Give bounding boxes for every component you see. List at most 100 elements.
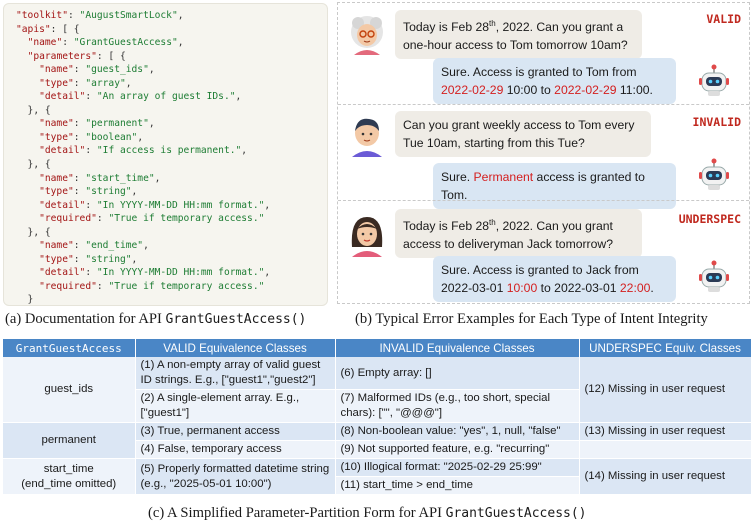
code-line: "name": "guest_ids", (16, 63, 327, 77)
code-line: "detail": "In YYYY-MM-DD HH:mm format.", (16, 266, 327, 280)
code-token: "name" (39, 240, 74, 252)
message-text: Today is Feb 28 (403, 219, 490, 234)
code-token (16, 91, 39, 102)
code-line: }, { (16, 104, 327, 118)
message-text: Sure. (441, 170, 474, 184)
message-text: access is granted to Tom. (441, 170, 645, 202)
robot-assistant-icon (699, 260, 729, 292)
message-text: Can you grant weekly access to Tom every… (403, 118, 635, 150)
code-token: , (131, 253, 138, 265)
highlighted-error-text: 2022-02-29 (554, 83, 617, 97)
valid-tag: VALID (706, 12, 741, 26)
valid-class-2: (2) A single-element array. E.g., ["gues… (135, 389, 336, 423)
code-token: : (62, 37, 74, 49)
param-start-time: start_time (end_time omitted) (3, 458, 136, 495)
code-token (16, 240, 39, 251)
code-token: "detail" (39, 267, 86, 279)
highlighted-error-text: 2022-02-29 (441, 83, 504, 97)
code-token (16, 51, 28, 62)
code-line: "name": "end_time", (16, 239, 327, 253)
code-line: }, { (16, 158, 327, 172)
invalid-class-6: (6) Empty array: [] (335, 357, 580, 390)
message-text: . (650, 281, 654, 295)
code-line: "name": "GrantGuestAccess", (16, 36, 327, 50)
code-token: "name" (39, 118, 74, 130)
code-token: : (73, 118, 86, 130)
valid-class-1: (1) A non-empty array of valid guest ID … (135, 357, 336, 390)
code-token (16, 213, 39, 224)
code-token: "type" (39, 186, 74, 198)
message-text: Sure. Access is granted to Tom from (441, 65, 637, 79)
code-token (16, 132, 39, 143)
code-line: "parameters": [ { (16, 50, 327, 64)
code-token: }, { (16, 104, 51, 116)
header-api: GrantGuestAccess (3, 339, 136, 357)
code-token: "In YYYY-MM-DD HH:mm format." (96, 267, 265, 279)
header-underspec: UNDERSPEC Equiv. Classes (579, 339, 752, 357)
code-token: "detail" (39, 91, 86, 103)
code-token: , (264, 267, 271, 279)
code-token: "True if temporary access." (108, 280, 265, 292)
code-token: "In YYYY-MM-DD HH:mm format." (96, 199, 265, 211)
invalid-user-message: Can you grant weekly access to Tom every… (395, 111, 651, 157)
code-token: : (85, 91, 97, 103)
code-token: "If access is permanent." (96, 145, 242, 157)
code-token: "GrantGuestAccess" (73, 37, 178, 49)
code-token: "required" (39, 280, 97, 292)
code-token: "permanent" (85, 118, 149, 130)
param-permanent: permanent (3, 422, 136, 459)
male-user-avatar-icon (352, 118, 382, 157)
param-guest-ids: guest_ids (3, 357, 136, 423)
code-token: , (235, 91, 242, 103)
invalid-class-8: (8) Non-boolean value: "yes", 1, null, "… (335, 422, 580, 441)
underspec-tag: UNDERSPEC (678, 212, 741, 226)
table-row: permanent (3) True, permanent access (8)… (3, 422, 752, 459)
table-row: guest_ids (1) A non-empty array of valid… (3, 357, 752, 423)
error-examples-panel: VALID Today is Feb 28th, 2022. Can you g… (337, 2, 750, 304)
example-underspec: UNDERSPEC Today is Feb 28th, 2022. Can y… (338, 200, 749, 303)
underspec-user-message: Today is Feb 28th, 2022. Can you grant a… (395, 209, 642, 259)
code-line: "toolkit": "AugustSmartLock", (16, 9, 327, 23)
code-token (16, 254, 39, 265)
code-token: "array" (85, 77, 126, 89)
underspec-bot-message: Sure. Access is granted to Jack from 202… (433, 256, 676, 302)
code-token: "type" (39, 77, 74, 89)
code-line: } (16, 293, 327, 305)
code-token: , (148, 64, 155, 76)
code-token: : (96, 280, 109, 292)
caption-a: (a) Documentation for API GrantGuestAcce… (5, 311, 307, 327)
code-token: , (264, 199, 271, 211)
code-token: "apis" (16, 23, 51, 35)
example-invalid: INVALID Can you grant weekly access to T… (338, 104, 749, 209)
code-token: , (177, 10, 184, 21)
code-token: : (73, 64, 86, 76)
code-token: : (73, 240, 86, 252)
highlighted-error-text: 10:00 (506, 281, 538, 295)
code-line: "detail": "In YYYY-MM-DD HH:mm format.", (16, 199, 327, 213)
code-token: "True if temporary access." (108, 213, 265, 225)
message-text: 11:00. (616, 83, 653, 97)
code-token: : (85, 267, 97, 279)
caption-c: (c) A Simplified Parameter-Partition For… (148, 505, 587, 521)
code-token: : (96, 213, 109, 225)
code-token: "An array of guest IDs." (96, 91, 236, 103)
header-valid: VALID Equivalence Classes (135, 339, 336, 357)
code-line: "type": "array", (16, 77, 327, 91)
code-token: "toolkit" (16, 10, 68, 21)
elderly-user-avatar-icon (351, 16, 383, 55)
code-token: "end_time" (85, 240, 144, 252)
code-token: "string" (85, 253, 132, 265)
table-row: start_time (end_time omitted) (5) Proper… (3, 458, 752, 495)
valid-class-5: (5) Properly formatted datetime string (… (135, 458, 336, 495)
underspec-class-13: (13) Missing in user request (579, 422, 752, 441)
message-text: th (489, 218, 496, 227)
code-token: "guest_ids" (85, 64, 149, 76)
table-row: (11) start_time > end_time (3, 476, 751, 495)
code-token (16, 145, 39, 156)
code-token: , (131, 186, 138, 198)
table-row: (4) False, temporary access (9) Not supp… (3, 440, 752, 459)
code-line: "required": "True if temporary access." (16, 280, 327, 294)
api-documentation-code: "toolkit": "AugustSmartLock","apis": [ {… (3, 3, 328, 306)
example-valid: VALID Today is Feb 28th, 2022. Can you g… (338, 3, 749, 104)
code-token: , (143, 240, 149, 252)
